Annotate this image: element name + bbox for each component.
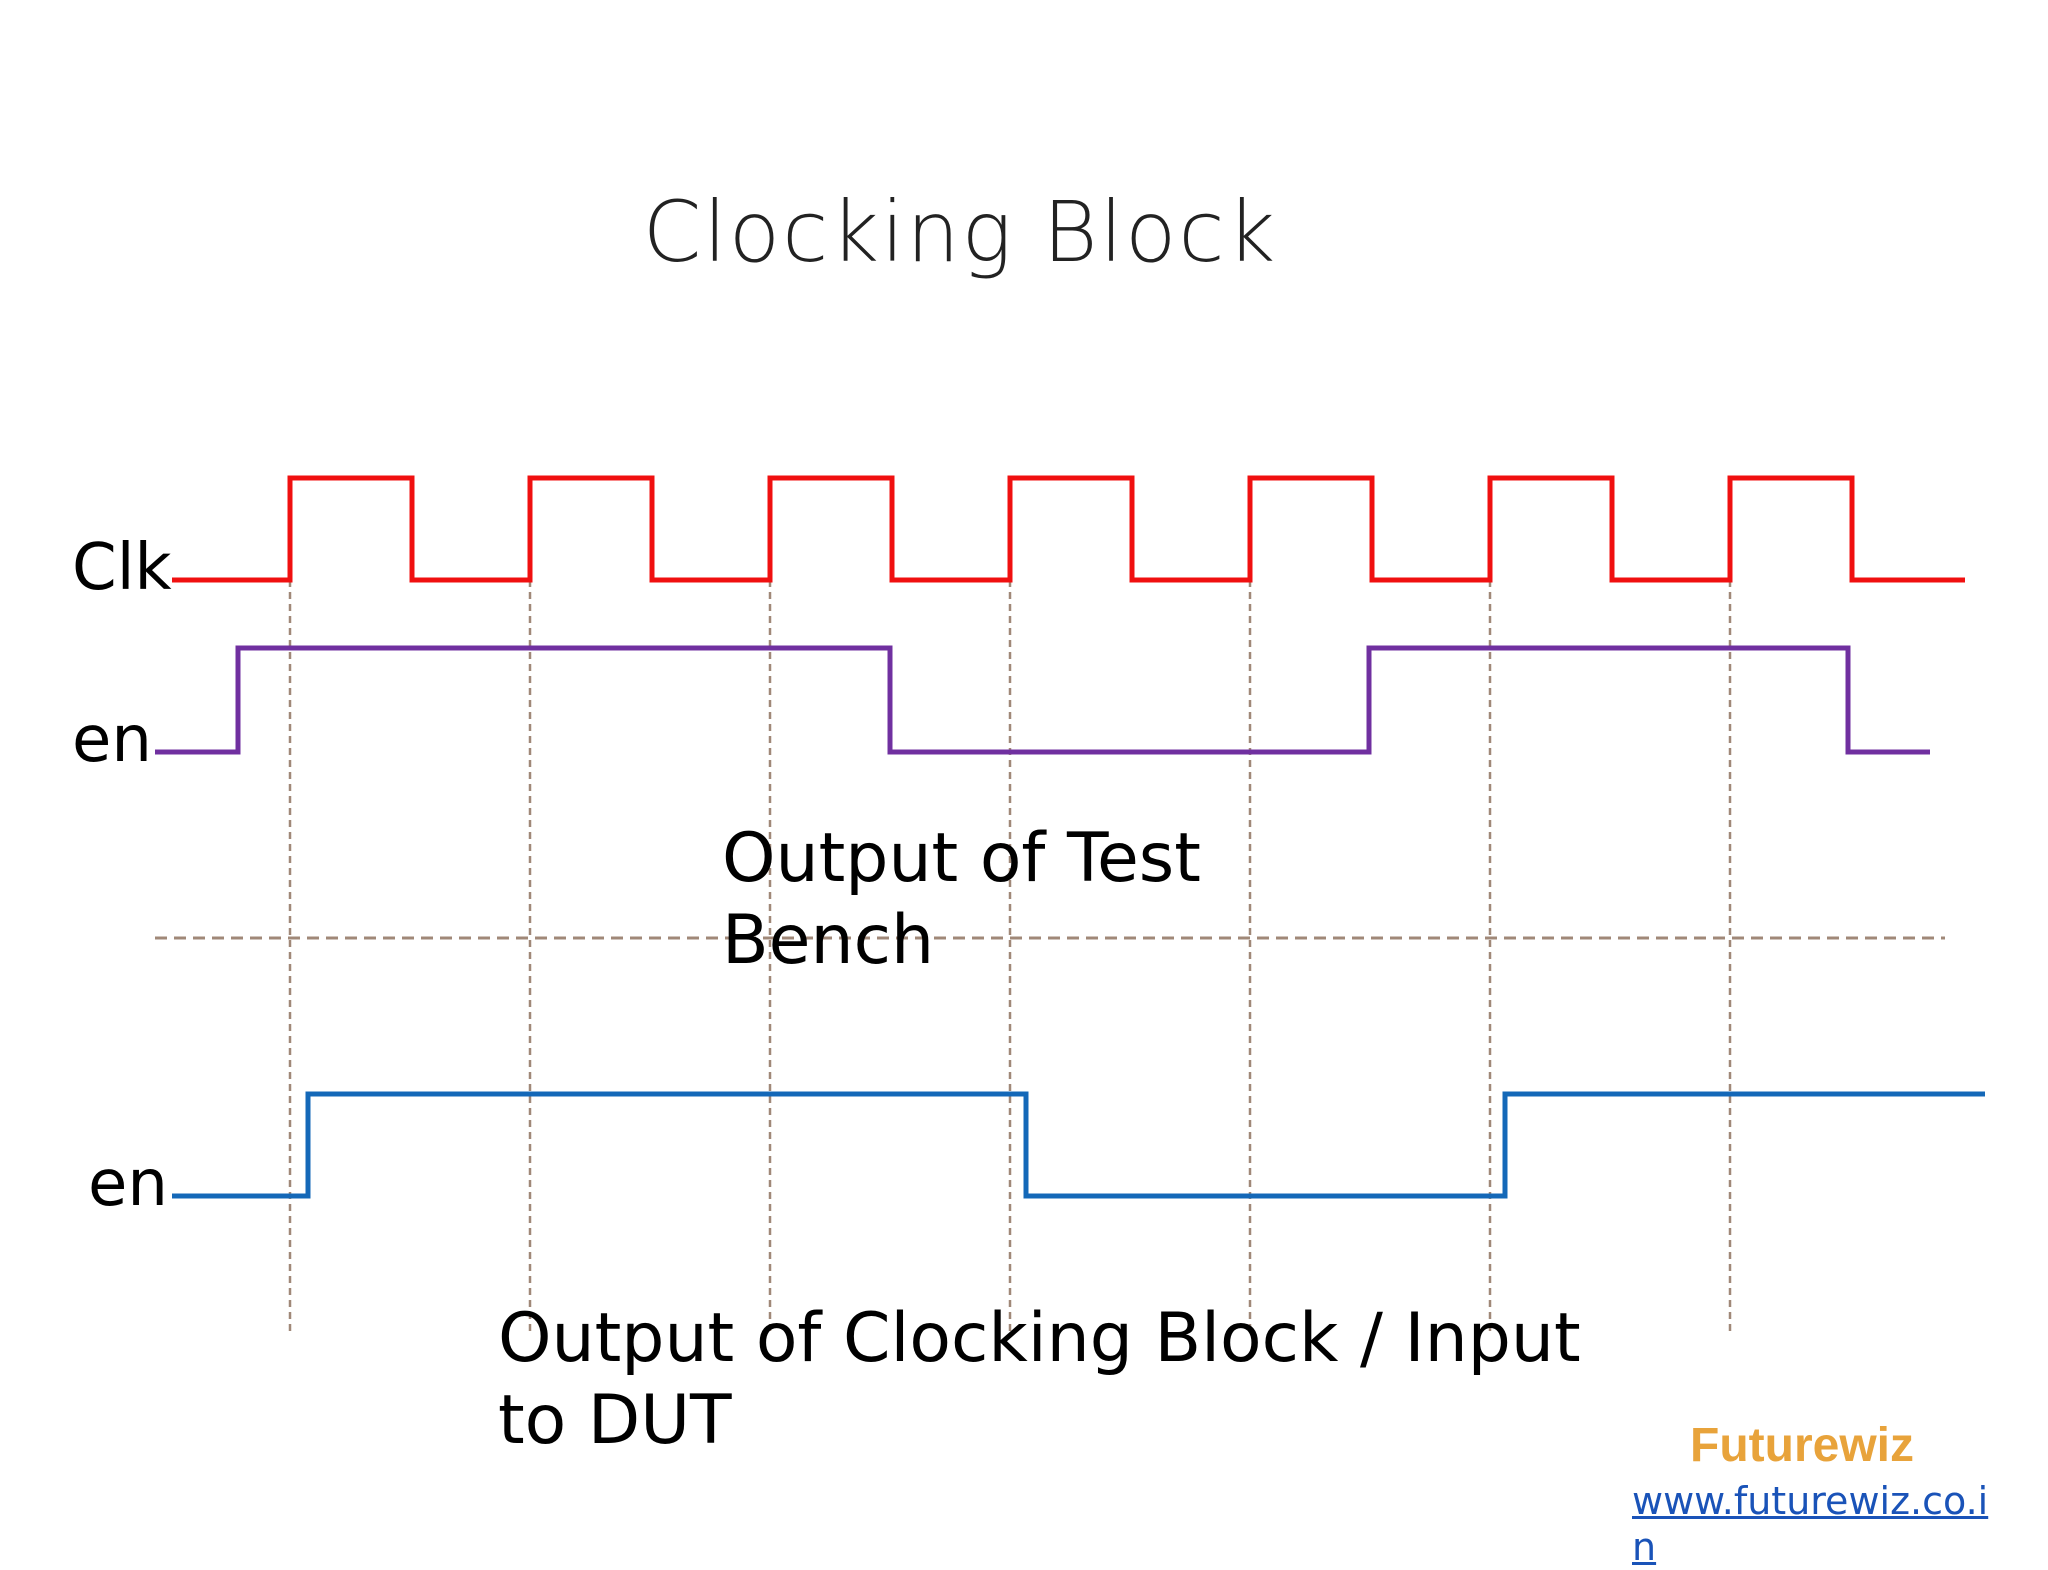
futurewiz-logo-text: Futurewiz [1690,1419,1914,1472]
clocking-block-output-caption: Output of Clocking Block / Input to DUT [498,1299,1581,1460]
website-link[interactable]: www.futurewiz.co.in [1632,1479,1989,1569]
clock-edge-guides [288,580,1732,1336]
slide: Clocking Block Clk en en Output of Test … [72,183,1989,1569]
en-testbench-waveform [155,645,1930,755]
slide-title: Clocking Block [642,183,1278,281]
en-dut-signal-label: en [88,1147,168,1221]
en-testbench-signal-label: en [72,703,152,777]
clk-waveform [172,475,1965,583]
clk-signal-label: Clk [72,531,172,605]
en-dut-waveform [172,1091,1985,1199]
testbench-output-caption: Output of Test Bench [722,819,1201,980]
timing-diagram [155,475,1985,1336]
